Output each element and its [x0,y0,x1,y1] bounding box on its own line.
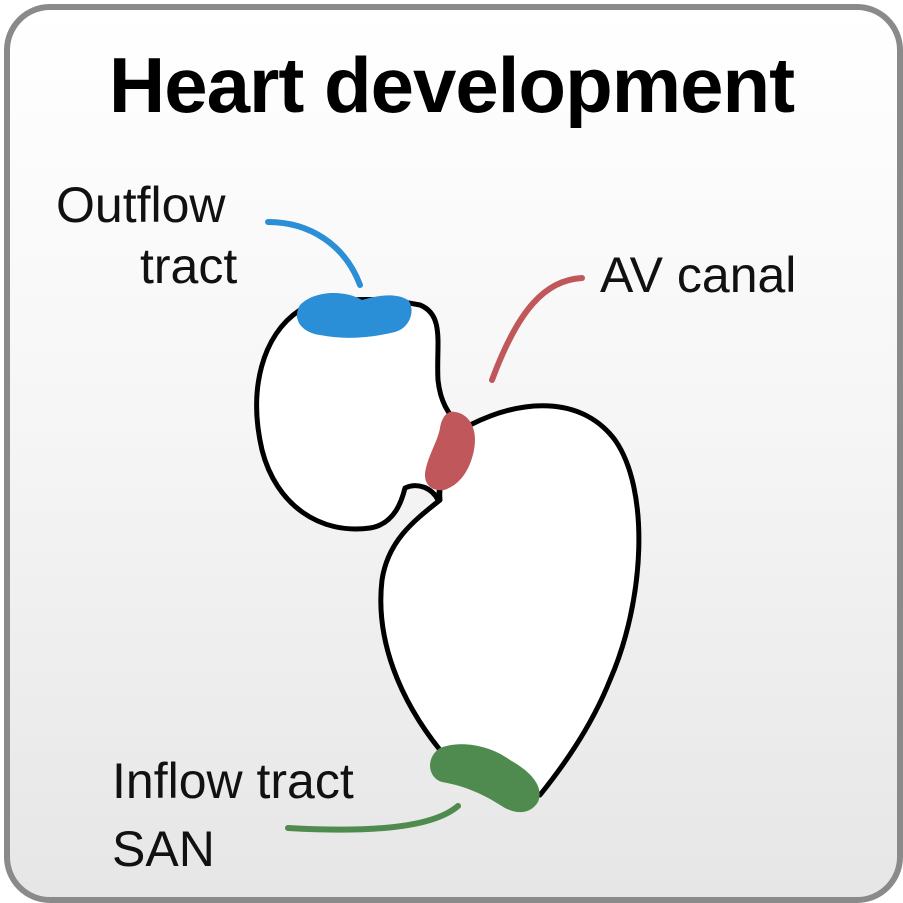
outflow-label-line2: tract [140,238,237,294]
av-canal-label: AV canal [600,247,796,303]
outflow-leader-line [265,219,363,288]
inflow-tract-region [430,744,540,813]
inflow-label-line1: Inflow tract [112,753,354,809]
av-canal-leader-line [489,275,585,383]
inflow-label-line2: SAN [112,821,215,877]
inflow-leader-line [285,803,461,833]
outflow-label-line1: Outflow [56,177,226,233]
outflow-tract-region [296,293,412,338]
diagram-title: Heart development [108,41,795,129]
av-canal-region [424,411,476,491]
